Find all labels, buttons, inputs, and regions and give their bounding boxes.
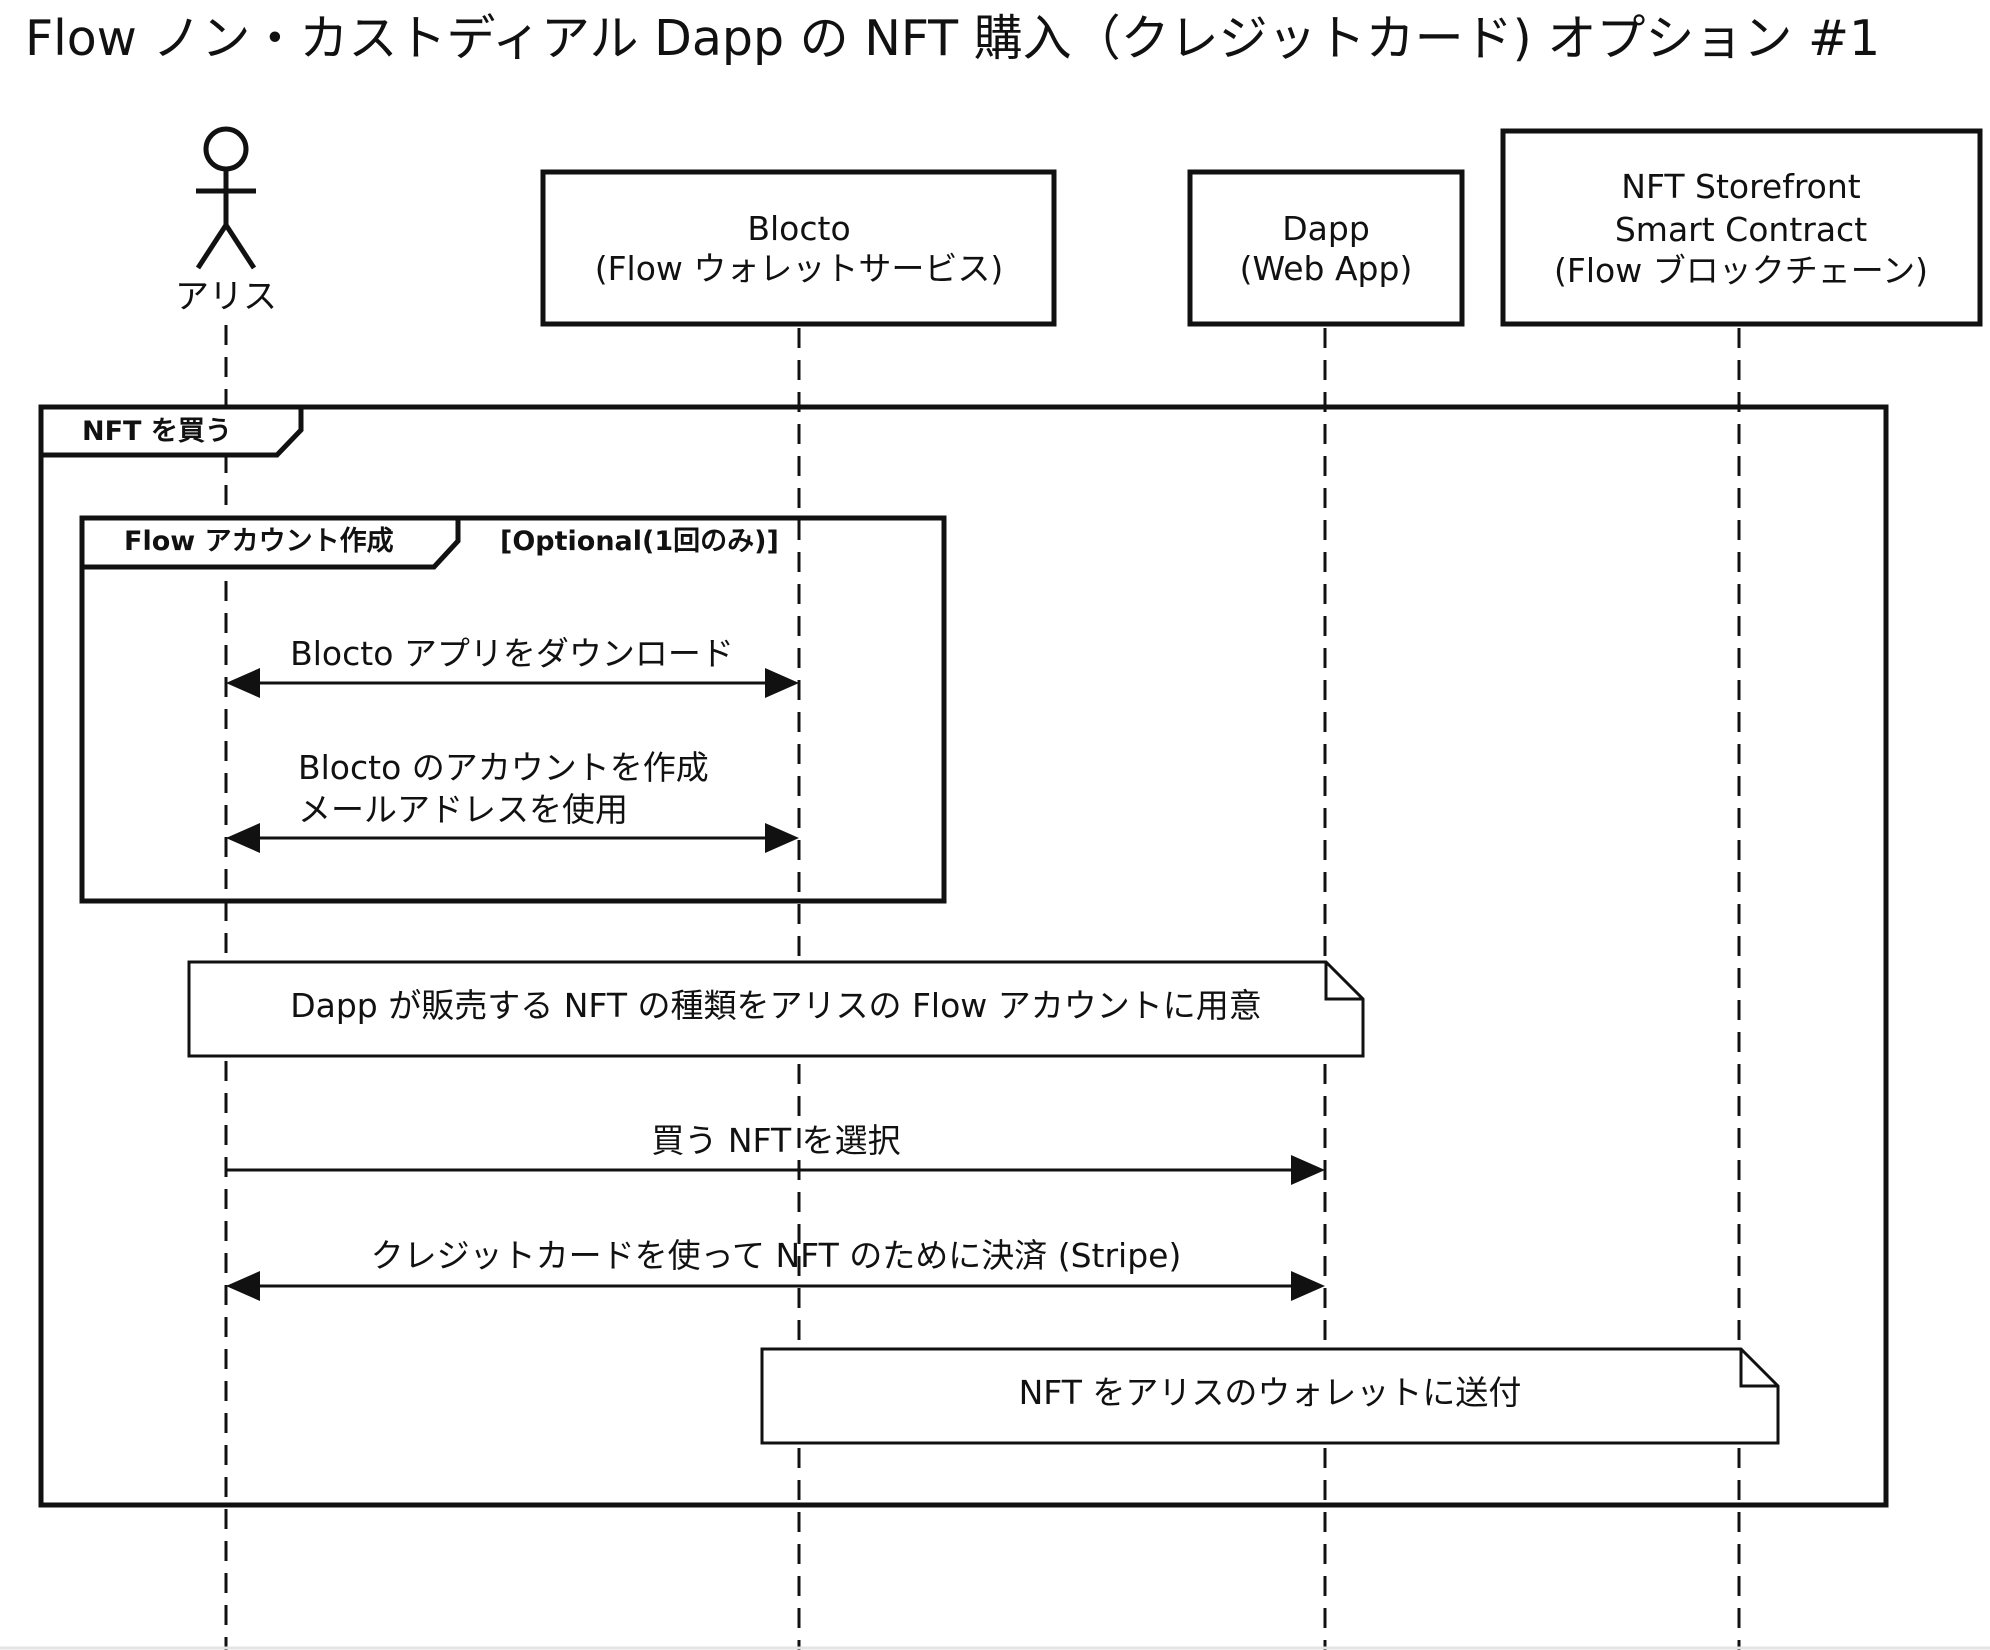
stick-figure-icon xyxy=(195,126,257,270)
participant-label: NFT Storefront xyxy=(1621,167,1861,206)
message-download-app: Blocto アプリをダウンロード xyxy=(226,634,799,698)
note-send-nft: NFT をアリスのウォレットに送付 xyxy=(760,1347,1780,1445)
frame-create-account: Flow アカウント作成 [Optional(1回のみ)] xyxy=(79,515,947,904)
message-label: Blocto アプリをダウンロード xyxy=(290,634,734,673)
participant-label: Blocto xyxy=(747,209,850,248)
participant-label: (Flow ブロックチェーン) xyxy=(1554,251,1928,290)
message-select-nft: 買う NFT を選択 xyxy=(226,1121,1325,1185)
participant-label: (Web App) xyxy=(1240,249,1413,288)
note-text: Dapp が販売する NFT の種類をアリスの Flow アカウントに用意 xyxy=(290,986,1262,1025)
actor-label: アリス xyxy=(175,277,277,317)
message-create-blocto-account: Blocto のアカウントを作成 メールアドレスを使用 xyxy=(226,748,799,853)
message-label: メールアドレスを使用 xyxy=(298,790,628,829)
participant-storefront: NFT Storefront Smart Contract (Flow ブロック… xyxy=(1500,128,1983,327)
message-label: クレジットカードを使って NFT のために決済 (Stripe) xyxy=(371,1236,1182,1275)
participant-blocto: Blocto (Flow ウォレットサービス) xyxy=(540,169,1057,327)
actor-alice: アリス xyxy=(175,126,277,317)
message-label: Blocto のアカウントを作成 xyxy=(298,748,709,787)
frame-label: Flow アカウント作成 xyxy=(124,526,394,557)
note-prepare-nft-types: Dapp が販売する NFT の種類をアリスの Flow アカウントに用意 xyxy=(187,960,1365,1058)
participant-label: (Flow ウォレットサービス) xyxy=(595,249,1004,288)
message-pay-credit-card: クレジットカードを使って NFT のために決済 (Stripe) xyxy=(226,1236,1325,1301)
participant-label: Smart Contract xyxy=(1615,210,1867,249)
message-label: 買う NFT を選択 xyxy=(651,1121,900,1160)
participant-dapp: Dapp (Web App) xyxy=(1187,169,1465,327)
frame-buy-nft: NFT を買う xyxy=(38,404,1889,1508)
frame-label: NFT を買う xyxy=(82,416,232,447)
frame-guard: [Optional(1回のみ)] xyxy=(500,526,779,557)
participant-label: Dapp xyxy=(1282,209,1370,248)
note-text: NFT をアリスのウォレットに送付 xyxy=(1019,1373,1522,1412)
diagram-title: Flow ノン・カストディアル Dapp の NFT 購入（クレジットカード) … xyxy=(25,10,1880,67)
